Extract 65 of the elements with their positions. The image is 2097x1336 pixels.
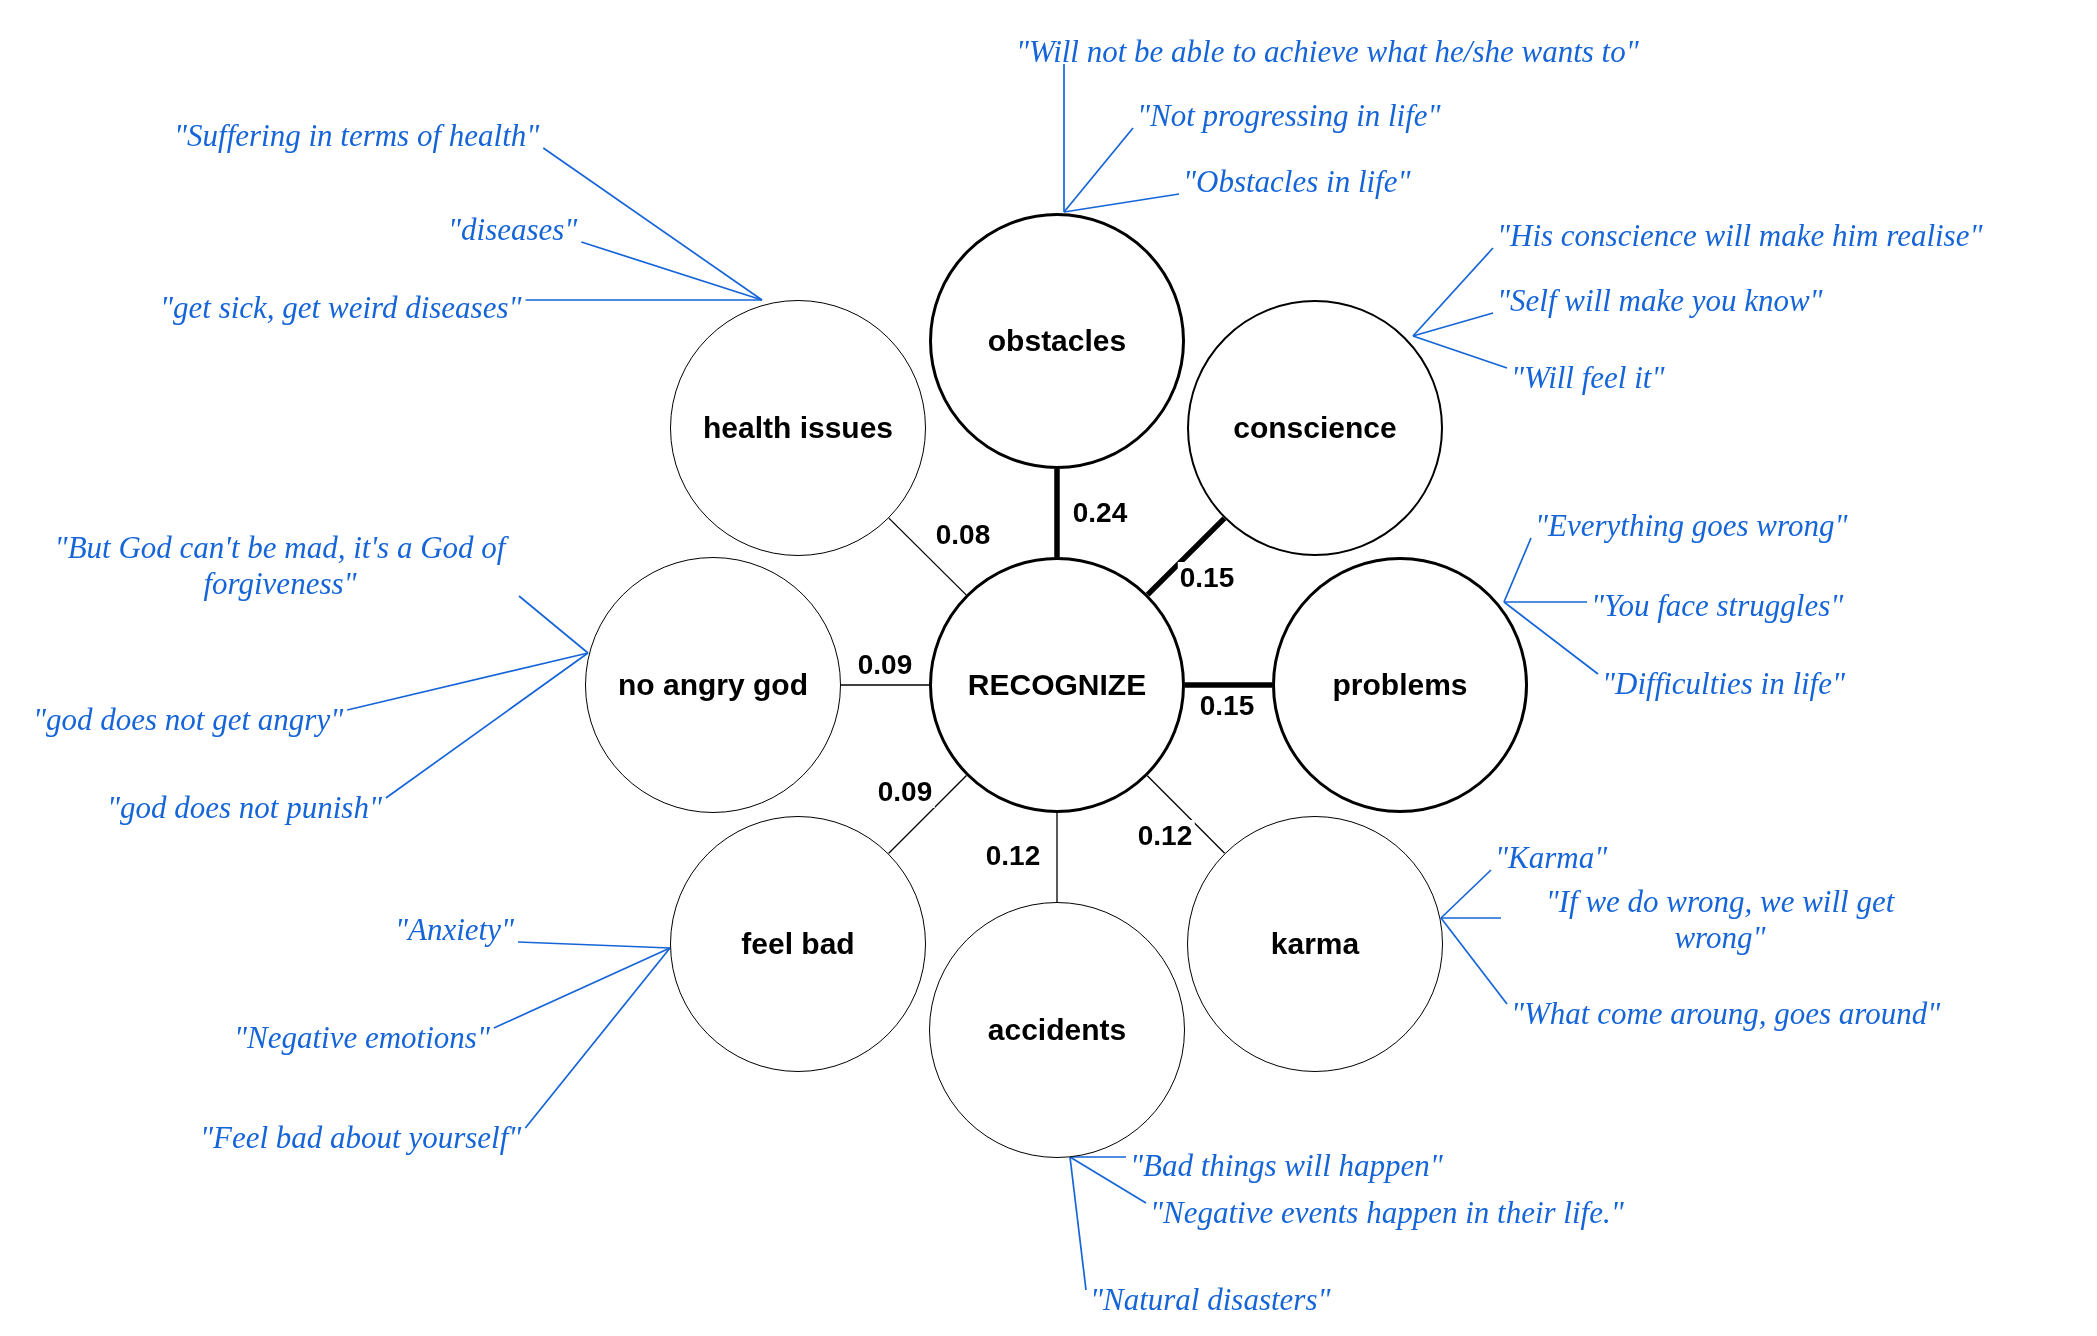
quote-text: "Bad things will happen" [1130,1148,1443,1184]
connector-line [840,684,930,686]
quote-text: "Difficulties in life" [1602,666,1845,702]
connector-line [1146,775,1226,854]
quote-text: "Everything goes wrong" [1535,508,1848,544]
concept-label: problems [1332,668,1468,702]
leader-line [1063,63,1065,213]
leader-line [1503,537,1532,603]
concept-label: health issues [702,411,894,445]
leader-line [1069,1156,1127,1158]
connector-line [887,774,968,855]
leader-line [1440,917,1508,1005]
leader-line [1503,601,1588,603]
concept-label: obstacles [987,324,1127,358]
quote-text: "Negative emotions" [234,1020,490,1056]
quote-text: "Karma" [1495,840,1608,876]
concept-label: feel bad [741,927,855,961]
leader-line [542,147,763,301]
quote-text: "Natural disasters" [1090,1282,1331,1318]
leader-line [1503,601,1599,675]
leader-line [1412,312,1494,337]
quote-text: "god does not get angry" [33,702,344,738]
concept-label: conscience [1233,411,1397,445]
quote-text: "Obstacles in life" [1183,164,1411,200]
quote-text: "Will not be able to achieve what he/she wants to" [1016,34,1639,70]
leader-line [1440,917,1502,919]
quote-text: "Feel bad about yourself" [200,1120,522,1156]
quote-text: "Not progressing in life" [1137,98,1441,134]
connector-line [1054,469,1060,557]
connector-line [1145,516,1227,597]
quote-text: "diseases" [448,212,578,248]
leader-line [524,299,763,301]
leader-line [1063,193,1180,213]
concept-label: RECOGNIZE [967,668,1147,702]
connector-line [888,517,967,596]
leader-line [517,941,671,949]
quote-text: "His conscience will make him realise" [1497,218,1983,254]
leader-line [385,652,589,799]
leader-line [493,947,671,1029]
quote-text: "Negative events happen in their life." [1150,1195,1624,1231]
leader-line [1069,1156,1147,1204]
leader-line [1412,335,1508,369]
quote-text: "get sick, get weird diseases" [160,290,522,326]
quote-text: "You face struggles" [1591,588,1844,624]
concept-label: no angry god [618,668,808,702]
leader-line [580,241,763,301]
leader-line [518,595,589,654]
quote-text: "But God can't be mad, it's a God of forgiveness" [45,530,515,602]
quote-text: "Anxiety" [395,912,514,948]
leader-line [1412,247,1494,337]
quote-text: "god does not punish" [107,790,382,826]
leader-line [1069,1156,1087,1291]
leader-line [1063,127,1134,213]
quote-text: "Will feel it" [1511,360,1665,396]
concept-label: karma [1270,927,1360,961]
quote-text: "If we do wrong, we will get wrong" [1505,884,1935,956]
connector-line [1056,812,1058,903]
connector-line [1185,682,1272,688]
quote-text: "What come aroung, goes around" [1511,996,1941,1032]
quote-text: "Suffering in terms of health" [174,118,540,154]
quote-text: "Self will make you know" [1497,283,1823,319]
leader-line [524,947,671,1129]
leader-line [1440,869,1492,919]
concept-label: accidents [987,1013,1127,1047]
leader-line [346,652,589,711]
